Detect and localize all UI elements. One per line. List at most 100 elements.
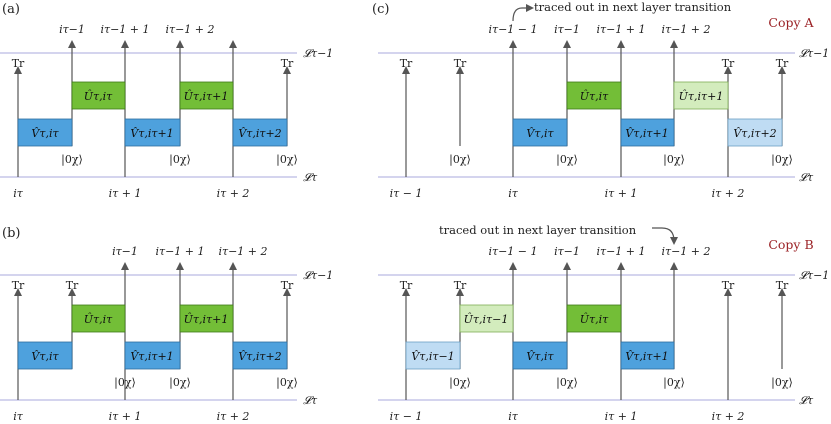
gate-v (124, 118, 181, 147)
gate-v-label: V̂τ,iτ (526, 350, 554, 363)
index-bottom: iτ + 2 (217, 410, 250, 423)
gate-v-label: V̂τ,iτ (526, 127, 554, 140)
layer-label-top: 𝓛τ−1 (303, 47, 333, 60)
gate-v-label: V̂τ,iτ (31, 127, 59, 140)
trace-label: Tr (776, 279, 789, 292)
gate-u-label: Ûτ,iτ−1 (464, 312, 509, 326)
gate-v-label: V̂τ,iτ+1 (625, 350, 668, 363)
gate-u (179, 304, 234, 333)
trace-label: Tr (400, 57, 413, 70)
gate-v (512, 341, 568, 370)
gate-v (232, 118, 288, 147)
ancilla-label: |0χ⟩ (169, 153, 191, 167)
trace-label: Tr (776, 57, 789, 70)
gate-v-label: V̂τ,iτ+2 (238, 127, 281, 140)
gate-v-label: V̂τ,iτ+2 (733, 127, 776, 140)
panel-c-copy-a: (c) Copy A 𝓛τ−1 𝓛τ Ûτ,iτ Ûτ,iτ+1 V̂τ,iτ … (372, 0, 829, 200)
ancilla-label: |0χ⟩ (276, 153, 298, 167)
index-top: iτ−1 + 2 (165, 23, 214, 36)
index-top: iτ−1 (59, 23, 85, 36)
index-top: iτ−1 + 1 (596, 245, 645, 258)
ancilla-label: |0χ⟩ (114, 376, 136, 390)
index-top: iτ−1 (112, 245, 138, 258)
index-bottom: iτ − 1 (390, 187, 423, 200)
trace-label: Tr (722, 279, 735, 292)
index-bottom: iτ + 2 (217, 187, 250, 200)
gate-v (620, 118, 675, 147)
gate-v (17, 118, 73, 147)
ancilla-label: |0χ⟩ (169, 376, 191, 390)
ancilla-label: |0χ⟩ (771, 153, 793, 167)
gate-v (17, 341, 73, 370)
trace-label: Tr (12, 57, 25, 70)
trace-label: Tr (454, 57, 467, 70)
gate-v (512, 118, 568, 147)
gate-v-label: V̂τ,iτ+2 (238, 350, 281, 363)
layer-label-bottom: 𝓛τ (303, 394, 318, 407)
index-bottom: iτ + 1 (109, 410, 142, 423)
ancilla-label: |0χ⟩ (449, 376, 471, 390)
layer-label-top: 𝓛τ−1 (303, 269, 333, 282)
gate-v (620, 341, 675, 370)
gate-u (179, 81, 234, 110)
trace-label: Tr (66, 279, 79, 292)
gate-v-label: V̂τ,iτ (31, 350, 59, 363)
layer-label-bottom: 𝓛τ (799, 394, 814, 407)
gate-u-label: Ûτ,iτ+1 (184, 89, 229, 103)
index-bottom: iτ − 1 (390, 410, 423, 423)
copy-b-label: Copy B (768, 237, 813, 252)
gate-u (71, 304, 126, 333)
gate-v (124, 341, 181, 370)
index-top: iτ−1 + 1 (596, 23, 645, 36)
ancilla-label: |0χ⟩ (663, 153, 685, 167)
ancilla-label: |0χ⟩ (556, 376, 578, 390)
panel-label-b: (b) (2, 226, 20, 241)
index-bottom: iτ + 1 (605, 410, 638, 423)
gate-v-label: V̂τ,iτ+1 (130, 127, 173, 140)
trace-label: Tr (12, 279, 25, 292)
index-bottom: iτ + 1 (605, 187, 638, 200)
index-bottom: iτ (508, 187, 519, 200)
index-top: iτ−1 + 2 (661, 23, 710, 36)
ancilla-label: |0χ⟩ (556, 153, 578, 167)
layer-label-bottom: 𝓛τ (799, 171, 814, 184)
layer-label-top: 𝓛τ−1 (799, 269, 829, 282)
gate-u (566, 81, 622, 110)
index-top: iτ−1 + 2 (661, 245, 710, 258)
ancilla-label: |0χ⟩ (276, 376, 298, 390)
gate-v-faded (405, 341, 461, 370)
gate-v-label: V̂τ,iτ+1 (130, 350, 173, 363)
layer-label-bottom: 𝓛τ (303, 171, 318, 184)
gate-u-faded (673, 81, 729, 110)
copy-a-label: Copy A (768, 15, 814, 30)
index-top: iτ−1 − 1 (488, 245, 537, 258)
panel-a: (a) 𝓛τ−1 𝓛τ Ûτ,iτ Ûτ,iτ+1 V̂τ,iτ V̂τ,iτ+… (0, 2, 333, 200)
annotation-arrow (652, 227, 678, 245)
trace-label: Tr (281, 57, 294, 70)
ancilla-label: |0χ⟩ (663, 376, 685, 390)
index-top: iτ−1 + 2 (218, 245, 267, 258)
panel-b: (b) 𝓛τ−1 𝓛τ Ûτ,iτ Ûτ,iτ+1 V̂τ,iτ V̂τ,iτ+… (0, 226, 333, 423)
annotation-arrow (512, 4, 534, 22)
gate-u-label: Ûτ,iτ (580, 312, 609, 326)
index-bottom: iτ + 2 (712, 187, 745, 200)
index-bottom: iτ + 1 (109, 187, 142, 200)
ancilla-label: |0χ⟩ (61, 153, 83, 167)
index-top: iτ−1 (554, 23, 580, 36)
trace-label: Tr (454, 279, 467, 292)
index-top: iτ−1 + 1 (100, 23, 149, 36)
trace-label: Tr (400, 279, 413, 292)
panel-label-c: (c) (372, 2, 389, 17)
gate-v-label: V̂τ,iτ−1 (411, 350, 454, 363)
gate-u (566, 304, 622, 333)
index-bottom: iτ (508, 410, 519, 423)
gate-v (232, 341, 288, 370)
annotation-text: traced out in next layer transition (439, 223, 637, 237)
index-bottom: iτ (13, 187, 24, 200)
gate-v-label: V̂τ,iτ+1 (625, 127, 668, 140)
ancilla-label: |0χ⟩ (771, 376, 793, 390)
index-top: iτ−1 (554, 245, 580, 258)
gate-u (71, 81, 126, 110)
index-bottom: iτ + 2 (712, 410, 745, 423)
